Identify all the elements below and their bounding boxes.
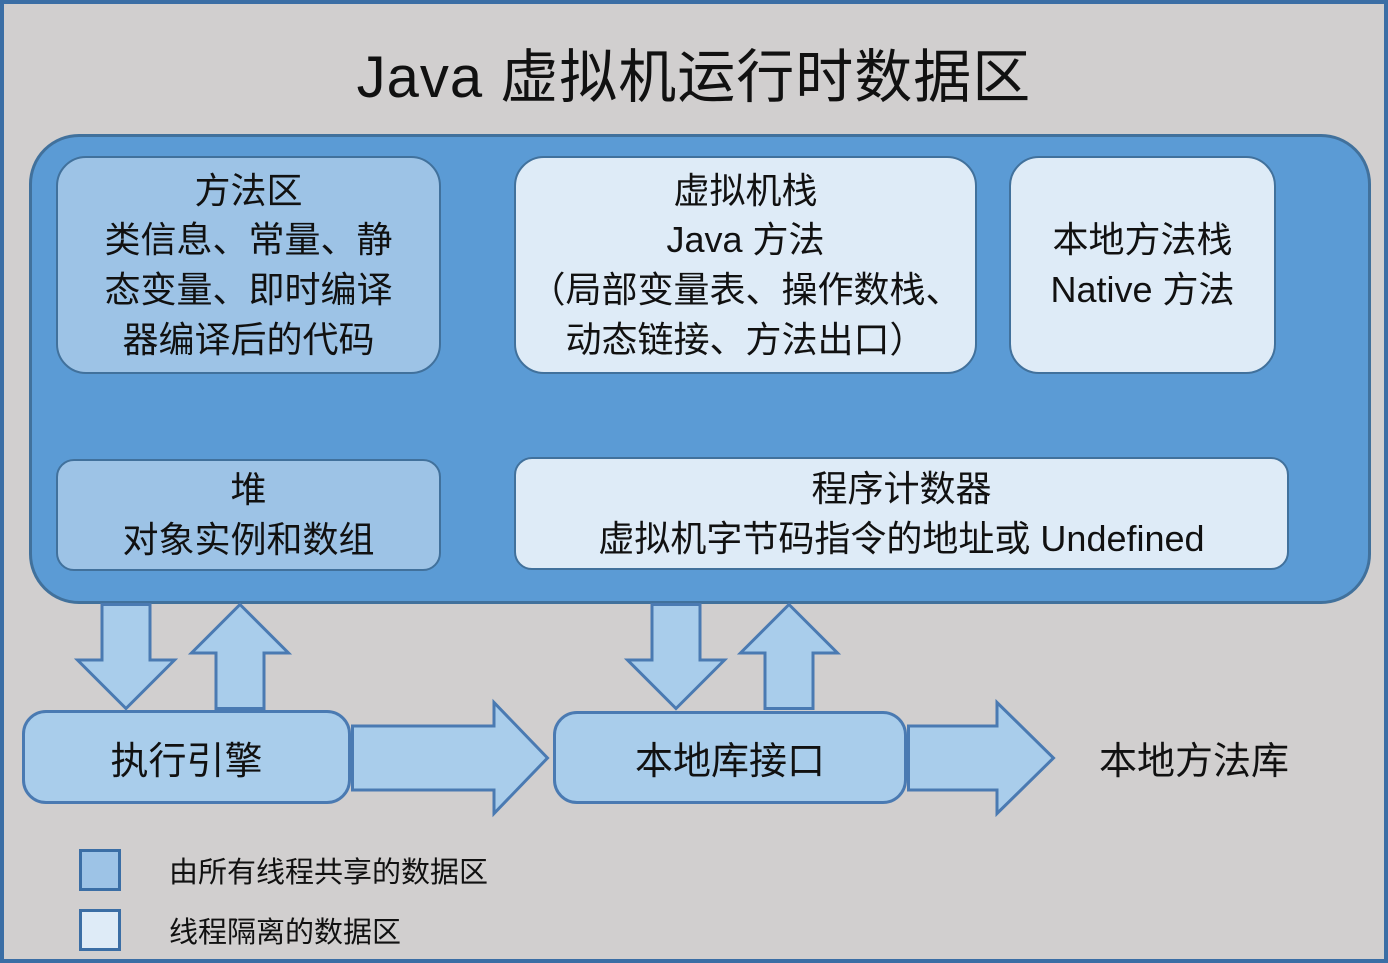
legend-shared-swatch [79,849,121,891]
native-method-library-label: 本地方法库 [1098,740,1289,783]
right-arrow-engine-to-interface-icon [351,698,550,818]
vm-stack-box: 虚拟机栈 Java 方法 （局部变量表、操作数栈、 动态链接、方法出口） [514,156,977,374]
down-arrow-right-icon [623,603,729,711]
legend-shared-label: 由所有线程共享的数据区 [169,857,489,889]
right-arrow-interface-to-library-icon [907,698,1056,818]
native-library-interface-label: 本地库接口 [634,741,825,783]
page-title: Java 虚拟机运行时数据区 [356,45,1032,110]
heap-box: 堆 对象实例和数组 [56,459,441,571]
execution-engine-label: 执行引擎 [110,740,263,783]
legend-isolated-label: 线程隔离的数据区 [169,917,402,949]
native-library-interface-box: 本地库接口 [553,711,907,804]
program-counter-box: 程序计数器 虚拟机字节码指令的地址或 Undefined [514,457,1289,570]
up-arrow-right-icon [736,602,842,710]
method-area-box: 方法区 类信息、常量、静 态变量、即时编译 器编译后的代码 [56,156,441,374]
execution-engine-box: 执行引擎 [22,710,351,804]
native-method-stack-box: 本地方法栈 Native 方法 [1009,156,1276,374]
up-arrow-left-icon [187,602,293,710]
legend-isolated-swatch [79,909,121,951]
down-arrow-left-icon [73,603,179,711]
